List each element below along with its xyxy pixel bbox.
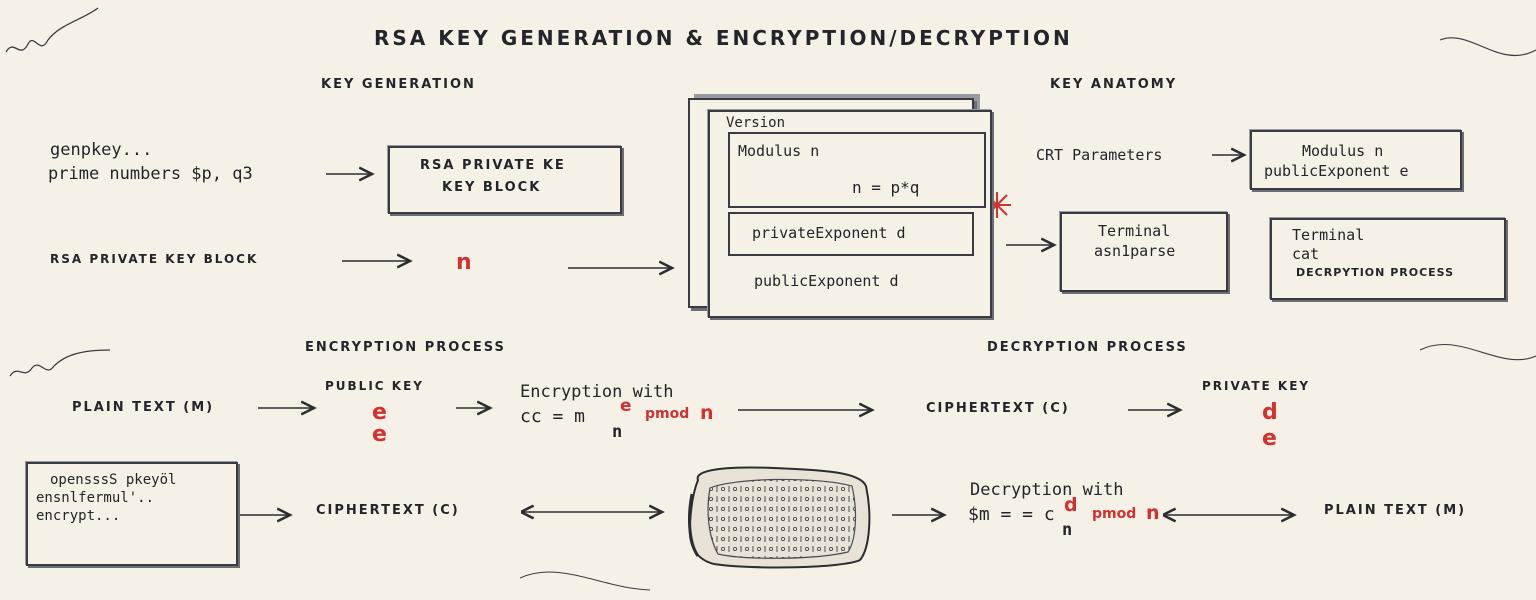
public-exponent-e-2: e [372, 422, 387, 447]
n-equals-pq: n = p*q [852, 178, 920, 197]
rsa-private-key-box: RSA PRIVATE KE KEY BLOCK [388, 146, 622, 214]
prime-numbers-text: prime numbers $p, q3 [48, 164, 253, 184]
private-exponent-label: privateExponent d [752, 224, 906, 242]
dec-pmod: pmod [1092, 506, 1137, 522]
rsa-private-key-block-label: RSA PRIVATE KEY BLOCK [50, 252, 259, 266]
cat-label: cat [1292, 245, 1320, 263]
modulus-n-text: Modulus n [1302, 142, 1384, 160]
plain-text-label-dec: PLAIN TEXT (m) [1324, 503, 1467, 518]
rsa-private-ke-label: RSA PRIVATE KE [420, 158, 566, 173]
page-title: RSA KEY GENERATION & ENCRYPTION/DECRYPTI… [374, 26, 1073, 50]
private-key-e: e [1262, 426, 1277, 451]
plain-text-label-enc: PLAIN TEXT (m) [72, 400, 215, 415]
enc-pmod: pmod [645, 406, 690, 422]
ciphertext-label-dec: CIPHERTEXT (c) [316, 503, 460, 518]
openssl-command-line1: opensssS pkeyöl [50, 472, 177, 488]
heading-key-generation: KEY GENERATION [321, 77, 476, 92]
key-block-label: KEY BLOCK [442, 180, 542, 195]
key-structure-box: Version Modulus n n = p*q privateExponen… [708, 110, 992, 318]
terminal-label-1: Terminal [1098, 222, 1171, 240]
modulus-n-label: Modulus n [738, 142, 820, 160]
private-exponent-d: d [1262, 400, 1278, 425]
decryption-with-label: Decryption with [970, 480, 1124, 500]
public-key-label: PUBLIC KEY [325, 379, 424, 393]
terminal-label-2: Terminal [1292, 226, 1365, 244]
heading-decryption-process: DECRYPTION PROCESS [987, 340, 1188, 355]
heading-encryption-process: ENCRYPTION PROCESS [305, 340, 506, 355]
modulus-n-red: n [456, 250, 472, 275]
cc-equals-m: cc = m [520, 406, 586, 427]
public-exponent-label: publicExponent d [754, 272, 899, 290]
enc-sub-n: n [612, 422, 623, 442]
terminal-asn1parse-box: Terminal asn1parse [1060, 212, 1228, 292]
enc-sup-e: e [620, 396, 632, 416]
openssl-command-line3: encrypt... [36, 508, 121, 524]
modulus-public-exponent-box: Modulus n publicExponent e [1250, 130, 1462, 190]
enc-n-red: n [700, 402, 714, 424]
private-exponent-field: privateExponent d [728, 212, 974, 256]
asn1parse-label: asn1parse [1094, 242, 1176, 260]
terminal-cat-box: Terminal cat DECRPYTION PROCESS [1270, 218, 1506, 300]
decrpytion-process-label: DECRPYTION PROCESS [1296, 266, 1455, 279]
dec-n-red: n [1146, 502, 1160, 524]
public-exponent-e-1: e [372, 400, 387, 425]
m-equals-c: $m = = c [968, 504, 1055, 525]
private-key-label: PRIVATE KEY [1202, 379, 1311, 393]
encryption-with-label: Encryption with [520, 382, 674, 402]
openssl-terminal-box: opensssS pkeyöl ensnlfermul'.. encrypt..… [26, 462, 238, 566]
openssl-command-line2: ensnlfermul'.. [36, 490, 155, 506]
genpkey-command: genpkey... [50, 140, 153, 160]
version-label: Version [726, 115, 786, 131]
dec-sup-d: d [1064, 494, 1078, 516]
public-exponent-e-text: publicExponent e [1264, 162, 1409, 180]
binary-data-tablet-icon [688, 466, 871, 569]
heading-key-anatomy: KEY ANATOMY [1050, 77, 1178, 92]
ciphertext-label-enc: CIPHERTEXT (c) [926, 401, 1070, 416]
modulus-field: Modulus n n = p*q [728, 132, 986, 208]
crt-parameters-label: CRT Parameters [1036, 146, 1163, 164]
dec-sub-n: n [1062, 520, 1073, 540]
